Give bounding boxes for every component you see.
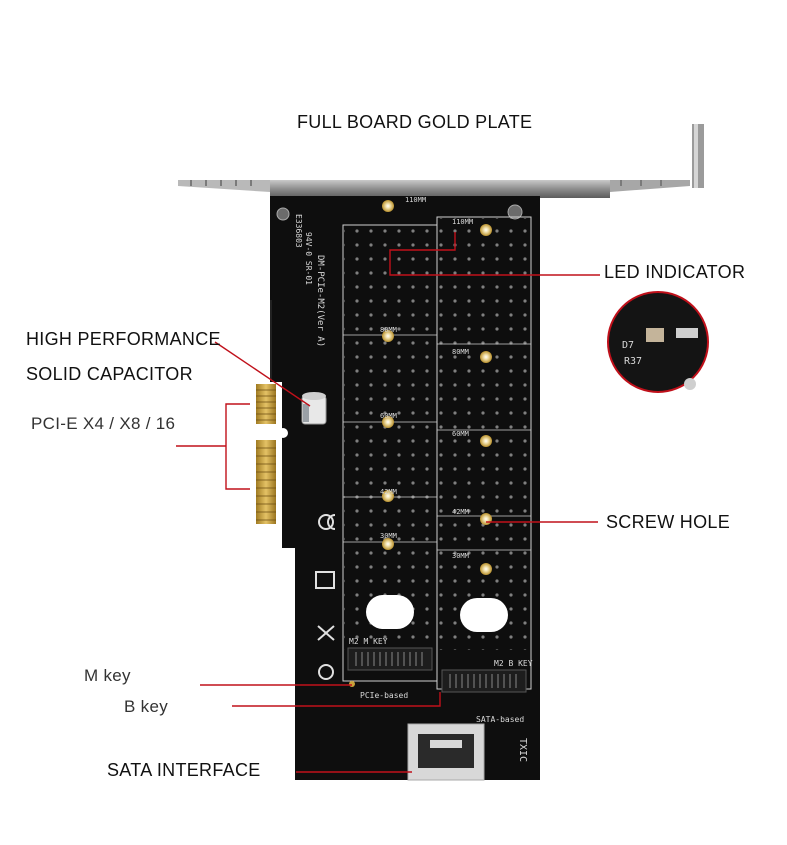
certification-marks (315, 514, 336, 680)
silk-size-80-b: 80MM (452, 348, 469, 356)
screw-hole-markers (382, 200, 492, 575)
cutout-slot (366, 595, 414, 629)
silk-code: E336803 (294, 214, 303, 248)
label-capacitor-line1: HIGH PERFORMANCE (26, 329, 221, 349)
m2-slot-area (342, 216, 532, 690)
m2-m-key-connector (347, 647, 433, 687)
label-m-key: M key (84, 666, 131, 685)
board-mount-hole (276, 207, 290, 221)
sata-connector (407, 723, 485, 781)
pcie-leader (176, 403, 250, 490)
cutout-slot (460, 598, 508, 632)
solid-capacitor (301, 392, 327, 425)
silk-size-42-b: 42MM (452, 508, 469, 516)
silk-pcie-based: PCIe-based (360, 691, 408, 700)
label-sata-interface: SATA INTERFACE (107, 760, 261, 780)
label-pcie: PCI-E X4 / X8 / 16 (31, 414, 176, 433)
label-b-key: B key (124, 697, 169, 716)
led-leader (389, 232, 600, 276)
silk-size-42-a: 42MM (380, 488, 397, 496)
label-capacitor-line2: SOLID CAPACITOR (26, 364, 193, 384)
headline-title: FULL BOARD GOLD PLATE (297, 112, 533, 132)
silk-brand: TXIC (517, 738, 528, 762)
silk-size-60-b: 60MM (452, 430, 469, 438)
silk-size-110-b: 110MM (452, 218, 473, 226)
silk-sata-based: SATA-based (476, 715, 524, 724)
silk-led-r37: R37 (624, 356, 642, 367)
silk-size-110-a: 110MM (405, 196, 426, 204)
leader-lines (200, 232, 600, 773)
pcie-gold-fingers (256, 384, 288, 524)
led-zoom-inset (607, 291, 709, 393)
silk-slot-m: M2 M KEY (349, 637, 388, 646)
silk-size-60-a: 60MM (380, 412, 397, 420)
silk-led-d7: D7 (622, 340, 634, 351)
silk-slot-b: M2 B KEY (494, 659, 533, 668)
silk-size-80-a: 80MM (380, 326, 397, 334)
b-key-leader (232, 692, 441, 707)
metal-bracket (178, 124, 704, 198)
silkscreen-text: DM-PCIe-M2(Ver A) 94V-0 SR-01 E336803 11… (294, 196, 642, 762)
silk-model: DM-PCIe-M2(Ver A) (315, 255, 325, 347)
silk-cert: 94V-0 SR-01 (304, 232, 313, 285)
m2-b-key-connector (441, 669, 527, 693)
label-screw-hole: SCREW HOLE (606, 512, 731, 532)
label-led-indicator: LED INDICATOR (604, 262, 746, 282)
silk-size-30-b: 30MM (452, 552, 469, 560)
capacitor-leader (214, 341, 311, 407)
silk-size-30-a: 30MM (380, 532, 397, 540)
